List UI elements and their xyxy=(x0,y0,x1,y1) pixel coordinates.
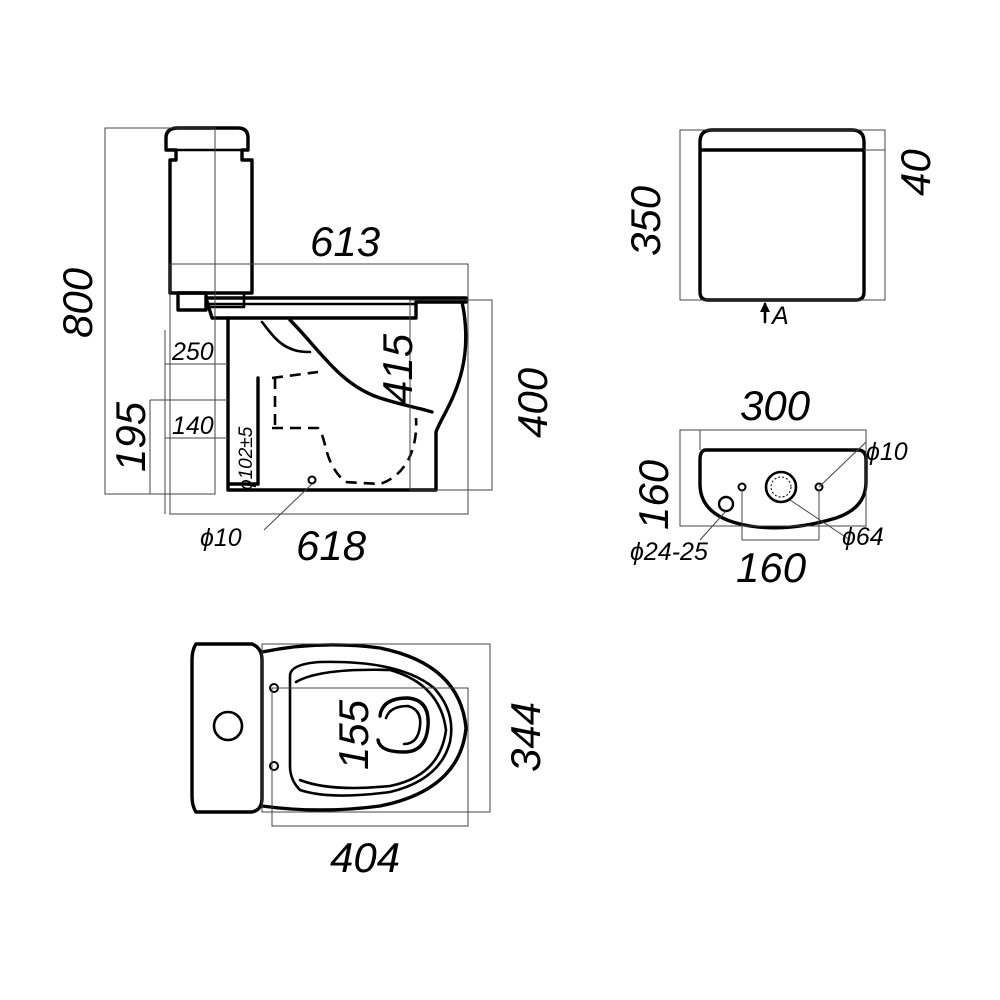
top-bowl-opening xyxy=(376,696,430,754)
top-seat-inner-2 xyxy=(294,668,448,790)
leader-flush xyxy=(789,499,851,541)
side-seat-plate xyxy=(204,296,468,320)
top-bowl-outline xyxy=(260,643,468,812)
view-arrow-head xyxy=(760,302,770,312)
top-bowl-opening-2 xyxy=(384,704,422,746)
dim-tank-width: 300 xyxy=(740,382,811,429)
dim-depth-top: 613 xyxy=(310,218,380,265)
leader-inlet xyxy=(699,510,727,541)
dim-overall-height: 800 xyxy=(54,267,101,338)
dim-tank-fixing-hole: ϕ10 xyxy=(866,438,908,466)
tank-front-view: 350 40 A xyxy=(622,128,939,330)
dim-outlet-height: 195 xyxy=(107,401,154,472)
top-dim-frame-404 xyxy=(271,687,469,827)
top-seat-inner xyxy=(288,660,453,797)
fixing-hole-left xyxy=(737,482,747,492)
top-view: 344 404 155 xyxy=(190,642,549,881)
side-view: 800 613 618 415 400 195 250 140 ϕ102±5 ϕ… xyxy=(54,126,556,569)
side-tank-foot xyxy=(176,291,208,312)
side-trap-inner xyxy=(260,320,312,354)
dim-inlet-height: 250 xyxy=(171,338,214,366)
dim-depth-base: 618 xyxy=(296,522,367,569)
side-dim-frame-400 xyxy=(409,299,493,491)
dim-tank-depth: 160 xyxy=(630,459,677,530)
side-fixing-leader xyxy=(263,483,313,531)
flush-valve-hole xyxy=(764,470,798,504)
inlet-hole xyxy=(717,495,735,513)
side-tank-outline xyxy=(164,126,254,295)
dim-hole-spacing: 160 xyxy=(736,544,807,591)
side-fixing-hole xyxy=(307,475,317,485)
dim-outlet-center: 140 xyxy=(172,412,214,440)
flush-valve-hole-inner xyxy=(770,476,792,498)
dim-outlet-diameter: ϕ102±5 xyxy=(236,426,257,490)
dim-seat-hole-spacing: 155 xyxy=(330,699,377,770)
dim-tank-lid-height: 40 xyxy=(892,149,939,196)
side-outlet-dashed xyxy=(271,370,418,486)
side-dim-frame-800 xyxy=(104,127,216,495)
top-tank-outline xyxy=(190,642,264,814)
dim-top-length: 404 xyxy=(330,834,400,881)
tank-bottom-dim-frame xyxy=(679,429,867,527)
dim-inlet-hole: ϕ24-25 xyxy=(630,538,708,566)
dim-seat-height: 415 xyxy=(374,333,421,404)
dim-tank-height: 350 xyxy=(622,185,669,256)
tank-front-dim-frame xyxy=(679,129,886,301)
dim-bowl-height: 400 xyxy=(509,367,556,438)
top-tank-hole xyxy=(212,710,244,742)
dim-top-width: 344 xyxy=(502,702,549,772)
tank-bottom-outline xyxy=(698,448,868,530)
seat-hinge-hole-bottom xyxy=(269,761,279,771)
dim-fixing-hole: ϕ10 xyxy=(200,524,242,552)
side-trap-curve xyxy=(288,318,434,414)
view-marker-label: A xyxy=(770,302,789,330)
top-dim-frame-344 xyxy=(261,643,491,813)
leader-fixing xyxy=(818,441,867,488)
side-dim-frame-613 xyxy=(169,263,469,515)
tank-front-outline xyxy=(698,128,866,302)
dim-flush-hole: ϕ64 xyxy=(842,523,884,551)
tank-bottom-view: 300 160 160 ϕ10 ϕ64 ϕ24-25 xyxy=(630,382,908,591)
side-bowl-outline xyxy=(226,300,468,492)
